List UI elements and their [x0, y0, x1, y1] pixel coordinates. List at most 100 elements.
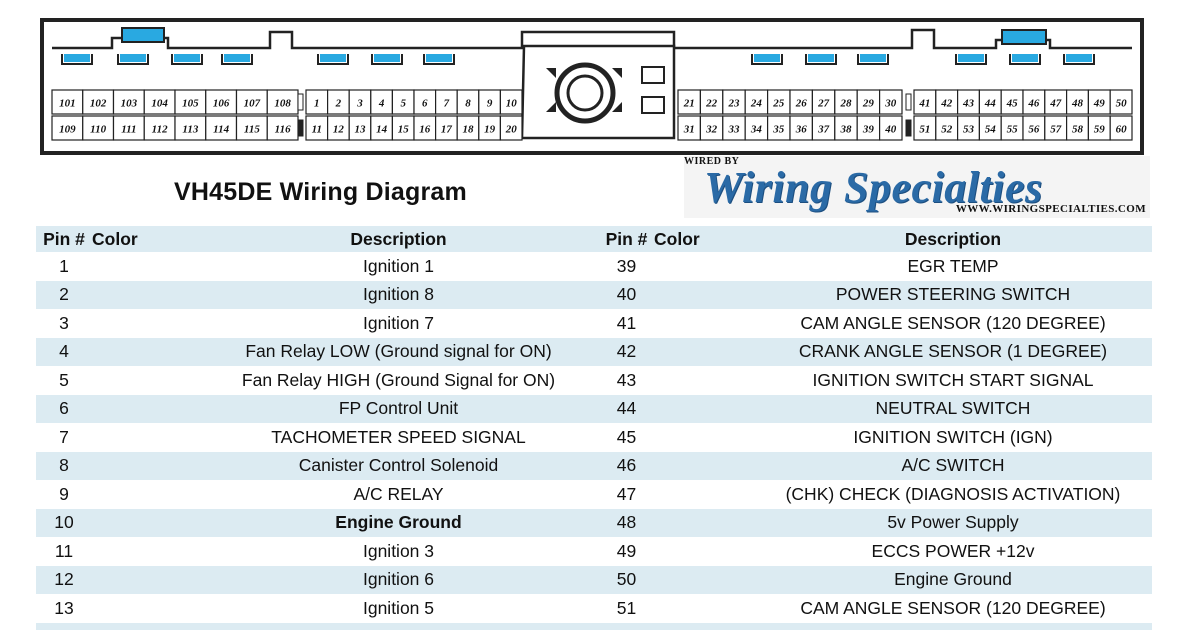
logo-website-url[interactable]: WWW.WIRINGSPECIALTIES.COM	[955, 203, 1146, 215]
connector-centre-slot-top	[641, 66, 665, 84]
connector-latch-tab	[320, 54, 346, 62]
wire-color	[92, 566, 198, 595]
connector-pin-label: 60	[1116, 124, 1128, 136]
wire-color	[92, 594, 198, 623]
connector-pin-label: 4	[378, 98, 385, 110]
wire-color	[92, 395, 198, 424]
connector-pin-label: 21	[683, 98, 695, 110]
pin-description: (CHK) CHECK (DIAGNOSIS ACTIVATION)	[785, 483, 1121, 504]
connector-pin-label: 108	[274, 98, 291, 110]
connector-pin-label: 47	[1049, 98, 1062, 110]
connector-pin-cell	[82, 115, 115, 141]
logo-brand-name: Wiring Specialties	[704, 163, 1043, 212]
connector-centre-arrow-bottom-right	[612, 102, 622, 112]
connector-pin-label: 112	[152, 124, 168, 136]
connector-latch-tab	[808, 54, 834, 62]
connector-latch-tab	[1066, 54, 1092, 62]
wire-color	[92, 338, 198, 367]
connector-pin-label: 105	[182, 98, 199, 110]
connector-pin-label: 44	[984, 98, 997, 110]
connector-pin-label: 28	[840, 98, 853, 110]
pin-number: 49	[616, 540, 637, 561]
connector-pin-label: 19	[484, 124, 496, 136]
connector-centre-arrow-top	[546, 68, 556, 78]
connector-pin-label: 20	[505, 124, 518, 136]
pin-description: TACHOMETER SPEED SIGNAL	[271, 426, 526, 447]
connector-pin-label: 35	[772, 124, 785, 136]
pin-number: 2	[59, 284, 69, 305]
pin-number: 41	[616, 312, 637, 333]
pin-description: ECCS POWER +12v	[871, 540, 1035, 561]
pin-number: 50	[616, 569, 637, 590]
connector-pin-label: 16	[419, 124, 431, 136]
connector-key-right	[1001, 29, 1047, 45]
table-row: 41 CAM ANGLE SENSOR (120 DEGREE)	[599, 309, 1152, 338]
connector-pin-cell	[878, 115, 903, 141]
connector-latch-outline	[221, 54, 253, 65]
connector-pin-label: 37	[817, 124, 830, 136]
connector-pin-cell	[112, 115, 145, 141]
pin-description: FP Control Unit	[338, 398, 459, 419]
connector-key-left	[121, 27, 165, 43]
pin-number: 43	[616, 369, 637, 390]
pin-description: CAM ANGLE SENSOR (120 DEGREE)	[800, 312, 1106, 333]
wire-color	[92, 423, 198, 452]
wire-color	[654, 309, 754, 338]
wire-color	[654, 252, 754, 281]
pin-description: A/C SWITCH	[901, 455, 1005, 476]
connector-pin-label: 38	[840, 124, 853, 136]
connector-latch-tab	[426, 54, 452, 62]
pin-number: 7	[59, 426, 69, 447]
wire-color	[654, 509, 754, 538]
connector-pin-label: 1	[314, 98, 320, 110]
pin-description: Ignition 5	[362, 597, 435, 618]
connector-pin-cell	[266, 115, 299, 141]
logo-wired-by: WIRED BY	[684, 156, 740, 167]
connector-centre-arrow-top-right	[612, 68, 622, 78]
connector-pin-label: 23	[728, 98, 741, 110]
connector-pin-cell	[205, 115, 238, 141]
pin-description: Ignition 1	[362, 255, 435, 276]
connector-pin-label: 26	[795, 98, 808, 110]
connector-latch-outline	[423, 54, 455, 65]
pin-number: 47	[616, 483, 637, 504]
connector-pin-label: 109	[59, 124, 76, 136]
pin-number: 9	[59, 483, 69, 504]
wiring-specialties-logo[interactable]: WIRED BY Wiring Specialties WWW.WIRINGSP…	[684, 156, 1150, 218]
connector-pin-label: 113	[182, 124, 198, 136]
pin-number: 11	[54, 540, 74, 561]
connector-pin-label: 41	[918, 98, 930, 110]
connector-pin-label: 32	[705, 124, 718, 136]
pin-description: IGNITION SWITCH START SIGNAL	[812, 369, 1094, 390]
wire-color	[654, 566, 754, 595]
connector-pin-label: 18	[463, 124, 475, 136]
connector-pin-label: 48	[1071, 98, 1084, 110]
connector-pin-label: 116	[275, 124, 291, 136]
connector-pin-label: 11	[312, 124, 322, 136]
pin-description: POWER STEERING SWITCH	[835, 284, 1071, 305]
pin-description: CRANK ANGLE SENSOR (1 DEGREE)	[798, 341, 1108, 362]
connector-centre-slot-bottom	[641, 96, 665, 114]
connector-pin-label: 57	[1050, 124, 1062, 136]
connector-pin-cell	[143, 89, 176, 115]
pin-number: 12	[54, 569, 74, 590]
connector-centre-bore	[566, 74, 604, 112]
wire-color	[654, 338, 754, 367]
pin-description: Ignition 6	[362, 569, 435, 590]
wire-color	[92, 309, 198, 338]
wire-color	[654, 423, 754, 452]
connector-pin-label: 25	[772, 98, 785, 110]
connector-pin-cell	[174, 115, 207, 141]
connector-pin-label: 5	[400, 98, 406, 110]
pin-description: CAM ANGLE SENSOR (120 DEGREE)	[800, 597, 1106, 618]
